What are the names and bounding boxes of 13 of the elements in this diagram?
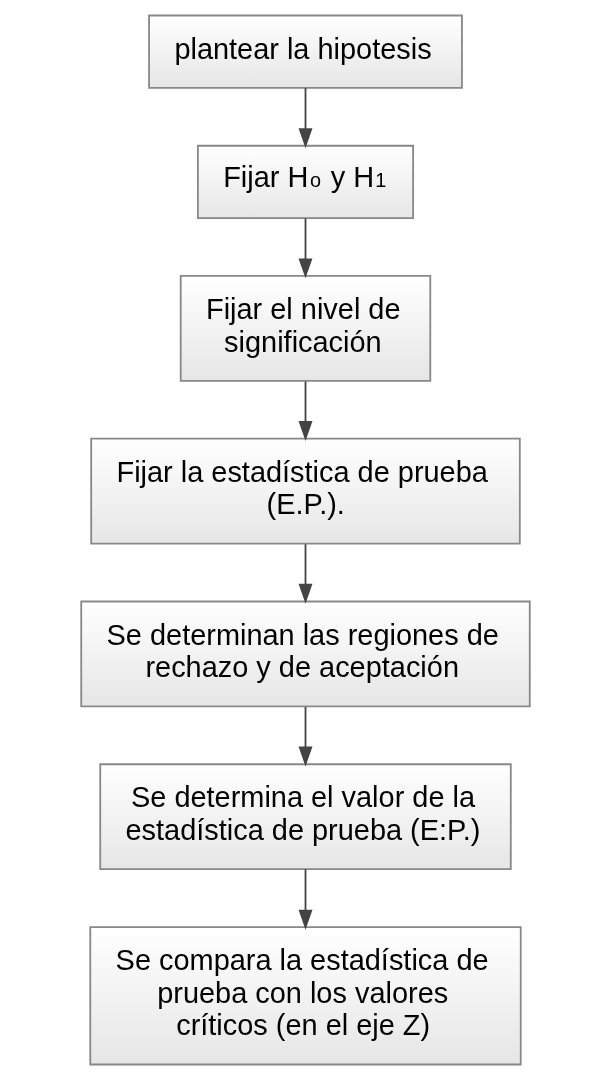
arrow — [298, 543, 313, 604]
node-box: plantear la hipotesis — [148, 14, 463, 89]
node-box: Fijar Ho y H1 — [197, 144, 414, 219]
arrow — [298, 87, 313, 149]
node-box: Se compara la estadística de prueba con los valores críticos (en el eje Z) — [89, 926, 522, 1066]
arrow — [298, 706, 313, 767]
node-box: Se determina el valor de la estadística de prueba (E:P.) — [99, 763, 512, 871]
arrow — [298, 868, 313, 930]
node-box: Fijar el nivel de significación — [179, 275, 432, 382]
node-box: Se determinan las regiones de rechazo y de aceptación — [80, 600, 531, 708]
arrow — [298, 217, 313, 279]
node-box: Fijar la estadística de prueba (E.P.). — [90, 437, 521, 545]
arrow — [298, 380, 313, 441]
